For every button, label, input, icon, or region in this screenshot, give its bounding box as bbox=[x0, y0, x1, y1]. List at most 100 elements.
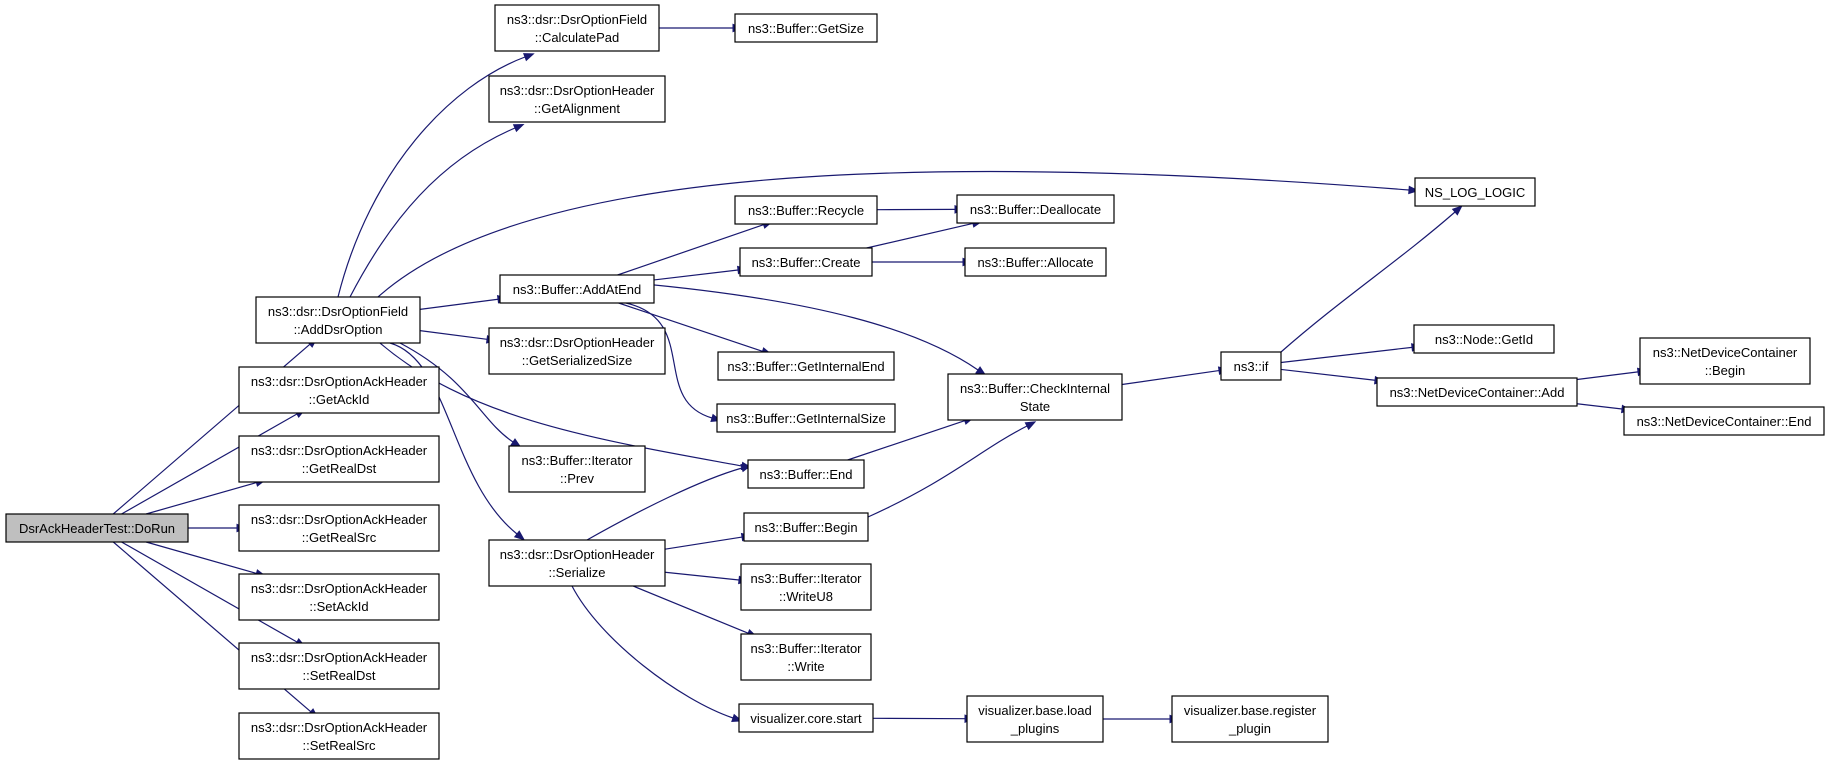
function-node[interactable]: ns3::dsr::DsrOptionAckHeader::GetRealSrc bbox=[238, 504, 440, 552]
edge-n28-n29 bbox=[664, 532, 753, 550]
function-node[interactable]: ns3::Buffer::GetInternalEnd bbox=[717, 351, 895, 381]
function-node[interactable]: ns3::Buffer::Recycle bbox=[734, 195, 878, 225]
node-label: ::GetAlignment bbox=[534, 101, 620, 116]
function-node[interactable]: visualizer.base.register _plugin bbox=[1171, 695, 1329, 743]
edge-line bbox=[377, 170, 1410, 298]
edge-n1-n28 bbox=[389, 342, 526, 541]
node-label: _plugin bbox=[1228, 721, 1271, 736]
edge-n1-n11 bbox=[377, 170, 1420, 298]
node-box bbox=[1220, 351, 1282, 381]
function-node[interactable]: ns3::Buffer::Begin bbox=[743, 512, 869, 542]
node-label: ns3::Buffer::GetInternalSize bbox=[726, 411, 885, 426]
edge-line bbox=[632, 585, 749, 634]
node-label: ns3::if bbox=[1234, 359, 1269, 374]
function-node[interactable]: ns3::Buffer::Iterator::WriteU8 bbox=[740, 563, 872, 611]
node-label: ns3::dsr::DsrOptionAckHeader bbox=[251, 581, 428, 596]
node-label: visualizer.core.start bbox=[750, 711, 862, 726]
function-node[interactable]: ns3::dsr::DsrOptionHeader::GetAlignment bbox=[488, 75, 666, 123]
edge-line bbox=[586, 467, 743, 541]
function-node[interactable]: ns3::dsr::DsrOptionHeader::GetSerialized… bbox=[488, 327, 666, 375]
node-label: ns3::Buffer::Begin bbox=[754, 520, 857, 535]
node-box bbox=[734, 195, 878, 225]
edge-line bbox=[847, 420, 965, 461]
edge-arrowhead bbox=[513, 530, 526, 541]
node-label: DsrAckHeaderTest::DoRun bbox=[19, 521, 175, 536]
edge-line bbox=[1280, 368, 1376, 381]
edge-n33-n34 bbox=[1103, 714, 1181, 724]
root-function-node[interactable]: DsrAckHeaderTest::DoRun bbox=[5, 513, 189, 543]
edge-n28-n30 bbox=[664, 571, 750, 585]
edge-n1-n17 bbox=[419, 330, 498, 344]
node-label: ::SetRealDst bbox=[303, 668, 376, 683]
function-node[interactable]: visualizer.base.load_plugins bbox=[966, 695, 1104, 743]
node-label: ns3::dsr::DsrOptionField bbox=[507, 12, 647, 27]
function-node[interactable]: ns3::Buffer::GetInternalSize bbox=[716, 403, 896, 433]
function-node[interactable]: visualizer.core.start bbox=[738, 703, 874, 733]
function-node[interactable]: ns3::Buffer::AddAtEnd bbox=[499, 274, 655, 304]
function-node[interactable]: ns3::Node::GetId bbox=[1413, 324, 1555, 354]
edge-n0-n7 bbox=[112, 541, 319, 719]
edge-n21-n22 bbox=[1280, 343, 1423, 364]
node-box bbox=[734, 13, 878, 43]
edge-line bbox=[1280, 346, 1413, 364]
function-node[interactable]: ns3::dsr::DsrOptionHeader::Serialize bbox=[488, 539, 666, 587]
function-node[interactable]: ns3::dsr::DsrOptionAckHeader::SetRealSrc bbox=[238, 712, 440, 760]
edge-line bbox=[625, 302, 713, 419]
node-label: ns3::Buffer::End bbox=[760, 467, 853, 482]
edge-n0-n4 bbox=[188, 523, 248, 533]
node-box bbox=[947, 373, 1123, 421]
node-label: ns3::Buffer::Recycle bbox=[748, 203, 864, 218]
function-node[interactable]: ns3::dsr::DsrOptionAckHeader::GetRealDst bbox=[238, 435, 440, 483]
edge-line bbox=[617, 224, 764, 276]
function-node[interactable]: ns3::Buffer::End bbox=[747, 459, 865, 489]
function-node[interactable]: ns3::NetDeviceContainer::Begin bbox=[1639, 337, 1811, 385]
edge-line bbox=[571, 585, 734, 719]
edge-line bbox=[389, 342, 518, 535]
node-box bbox=[238, 573, 440, 621]
node-label: ns3::dsr::DsrOptionAckHeader bbox=[251, 650, 428, 665]
function-node[interactable]: ns3::NetDeviceContainer::End bbox=[1623, 406, 1825, 436]
function-node[interactable]: ns3::Buffer::Create bbox=[739, 247, 873, 277]
edge-line bbox=[145, 541, 257, 575]
node-label: visualizer.base.register bbox=[1184, 703, 1317, 718]
node-label: ::GetSerializedSize bbox=[522, 353, 633, 368]
node-label: ns3::Node::GetId bbox=[1435, 332, 1533, 347]
function-node[interactable]: ns3::dsr::DsrOptionAckHeader::SetAckId bbox=[238, 573, 440, 621]
node-label: ns3::dsr::DsrOptionAckHeader bbox=[251, 374, 428, 389]
function-node[interactable]: ns3::NetDeviceContainer::Add bbox=[1376, 377, 1578, 407]
node-label: ::Prev bbox=[560, 471, 594, 486]
node-label: _plugins bbox=[1010, 721, 1060, 736]
node-label: ns3::NetDeviceContainer::End bbox=[1637, 414, 1812, 429]
function-node[interactable]: ns3::dsr::DsrOptionField::AddDsrOption bbox=[255, 296, 421, 344]
edge-n20-n21 bbox=[1121, 366, 1230, 386]
function-node[interactable]: ns3::dsr::DsrOptionAckHeader::GetAckId bbox=[238, 366, 440, 414]
node-box bbox=[740, 563, 872, 611]
function-node[interactable]: ns3::Buffer::Iterator::Write bbox=[740, 633, 872, 681]
node-label: ::CalculatePad bbox=[535, 30, 620, 45]
node-label: ns3::dsr::DsrOptionField bbox=[268, 304, 408, 319]
edge-line bbox=[1280, 211, 1456, 353]
node-label: ns3::dsr::DsrOptionHeader bbox=[500, 547, 655, 562]
function-node[interactable]: ns3::Buffer::GetSize bbox=[734, 13, 878, 43]
edge-n1-n8 bbox=[337, 53, 535, 298]
node-box bbox=[1414, 177, 1536, 207]
function-node[interactable]: ns3::if bbox=[1220, 351, 1282, 381]
edge-n12-n15 bbox=[653, 265, 749, 281]
function-node[interactable]: ns3::Buffer::Allocate bbox=[964, 247, 1107, 277]
function-node[interactable]: ns3::Buffer::Iterator::Prev bbox=[508, 445, 646, 493]
edge-line bbox=[653, 269, 739, 281]
function-node[interactable]: NS_LOG_LOGIC bbox=[1414, 177, 1536, 207]
function-node[interactable]: ns3::dsr::DsrOptionField::CalculatePad bbox=[494, 4, 660, 52]
node-box bbox=[739, 247, 873, 277]
edge-n29-n20 bbox=[867, 421, 1037, 518]
edge-line bbox=[121, 541, 298, 643]
node-box bbox=[488, 539, 666, 587]
node-box bbox=[238, 504, 440, 552]
node-label: ns3::dsr::DsrOptionHeader bbox=[500, 83, 655, 98]
node-box bbox=[1623, 406, 1825, 436]
function-node[interactable]: ns3::Buffer::Deallocate bbox=[956, 194, 1115, 224]
node-box bbox=[966, 695, 1104, 743]
function-node[interactable]: ns3::dsr::DsrOptionAckHeader::SetRealDst bbox=[238, 642, 440, 690]
